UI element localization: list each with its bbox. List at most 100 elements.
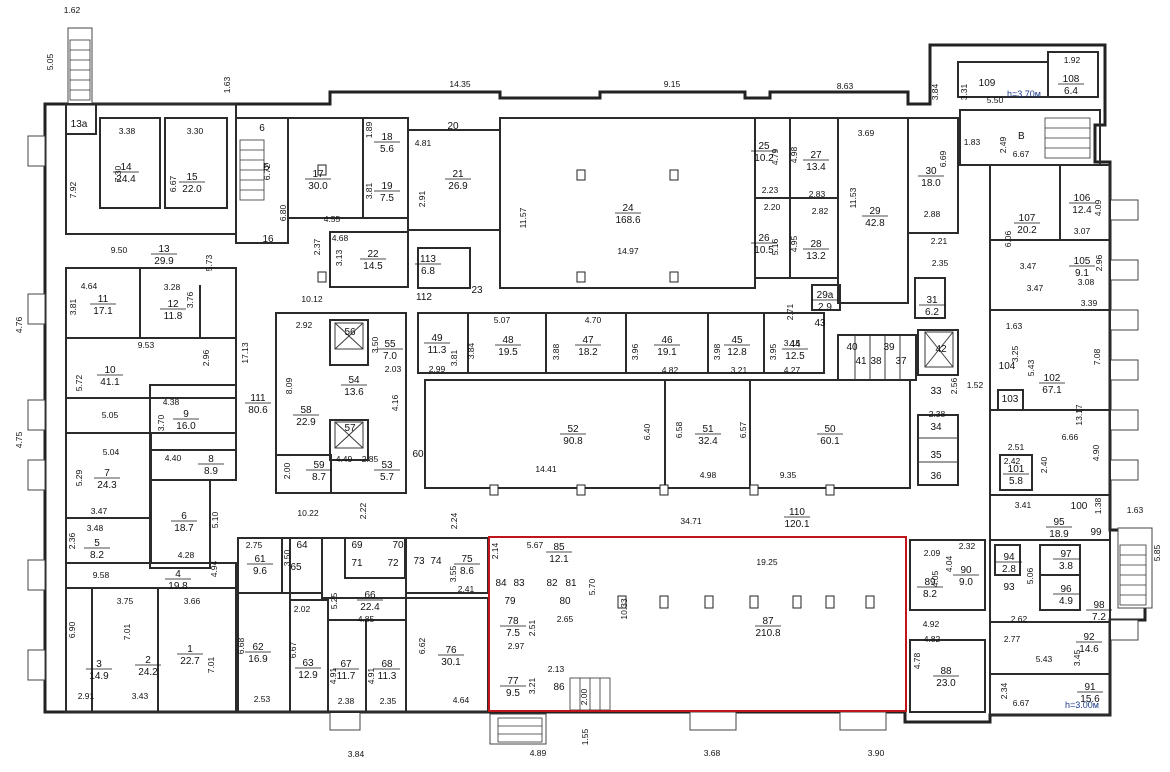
dimension-label: 5.06 bbox=[1025, 567, 1035, 584]
room-area: 22.4 bbox=[360, 602, 380, 613]
dimension-label: 2.62 bbox=[1011, 614, 1028, 624]
dimension-label: 14.97 bbox=[617, 246, 639, 256]
dimension-label: 4.76 bbox=[14, 316, 24, 333]
room-number: 68 bbox=[381, 659, 393, 670]
dimension-label: 4.09 bbox=[1093, 199, 1103, 216]
dimension-label: 3.13 bbox=[334, 249, 344, 266]
room-number: 95 bbox=[1053, 517, 1065, 528]
interior-walls bbox=[65, 51, 1111, 716]
room-number: 6 bbox=[181, 511, 187, 522]
room-area: 12.5 bbox=[785, 351, 805, 362]
dimension-label: 2.51 bbox=[1008, 442, 1025, 452]
dimension-label: 10.33 bbox=[619, 598, 629, 620]
dimension-label: 6.67 bbox=[1013, 698, 1030, 708]
dimension-label: 5.29 bbox=[74, 469, 84, 486]
dimension-label: 3.81 bbox=[68, 298, 78, 315]
room-area: 2.8 bbox=[1002, 564, 1016, 575]
room-area: 9.5 bbox=[506, 688, 520, 699]
dimension-label: 1.92 bbox=[1064, 55, 1081, 65]
room-number: 98 bbox=[1093, 600, 1105, 611]
room-number: 18 bbox=[381, 132, 393, 143]
dimension-label: 3.84 bbox=[930, 83, 940, 100]
room-number: 10 bbox=[104, 365, 116, 376]
room-number: 16 bbox=[262, 234, 274, 245]
dimension-label: 2.36 bbox=[67, 532, 77, 549]
dimension-label: 6.68 bbox=[236, 637, 246, 654]
dimension-label: 3.07 bbox=[1074, 226, 1091, 236]
dimension-label: 5.85 bbox=[1152, 544, 1162, 561]
room-number: 55 bbox=[384, 339, 396, 350]
dimension-label: 3.41 bbox=[1015, 500, 1032, 510]
dimension-label: 4.89 bbox=[530, 748, 547, 758]
dimension-label: 4.27 bbox=[784, 365, 801, 375]
room-area: 4.9 bbox=[1059, 596, 1073, 607]
room-area: 67.1 bbox=[1042, 385, 1062, 396]
stair-label-v: В bbox=[1018, 131, 1025, 142]
dimension-label: 14.35 bbox=[449, 79, 471, 89]
dimension-label: 7.92 bbox=[68, 181, 78, 198]
dimension-label: 4.64 bbox=[453, 695, 470, 705]
room-area: 18.0 bbox=[921, 178, 941, 189]
dimension-label: 6.80 bbox=[278, 204, 288, 221]
dimension-label: 1.83 bbox=[964, 137, 981, 147]
dimension-label: 2.38 bbox=[929, 409, 946, 419]
stair-label-b: Б bbox=[263, 162, 270, 173]
room-number: 90 bbox=[960, 565, 972, 576]
selected-area-outline[interactable] bbox=[488, 536, 907, 712]
dimension-label: 7.01 bbox=[206, 656, 216, 673]
dimension-label: 3.47 bbox=[1027, 283, 1044, 293]
room-number: 62 bbox=[252, 642, 264, 653]
room-area: 8.2 bbox=[923, 589, 937, 600]
dimension-label: 3.39 bbox=[1081, 298, 1098, 308]
room-number: 37 bbox=[895, 356, 907, 367]
room-number: 67 bbox=[340, 659, 352, 670]
room-number: 92 bbox=[1083, 632, 1095, 643]
dimension-label: 2.34 bbox=[999, 682, 1009, 699]
room-number: 46 bbox=[661, 335, 673, 346]
dimension-label: 10.22 bbox=[297, 508, 319, 518]
room-number: 7 bbox=[104, 468, 110, 479]
room-area: 16.0 bbox=[176, 421, 196, 432]
dimension-label: 2.24 bbox=[449, 512, 459, 529]
dimension-label: 13.17 bbox=[1074, 404, 1084, 426]
dimension-label: 2.13 bbox=[548, 664, 565, 674]
dimension-label: 5.10 bbox=[210, 511, 220, 528]
room-number: 2 bbox=[145, 655, 151, 666]
dimension-label: 9.50 bbox=[111, 245, 128, 255]
dimension-label: 6.67 bbox=[288, 641, 298, 658]
room-area: 7.0 bbox=[383, 351, 397, 362]
dimension-label: 11.57 bbox=[518, 207, 528, 228]
room-area: 2.9 bbox=[818, 302, 832, 313]
room-number: 5 bbox=[94, 538, 100, 549]
dimension-label: 7.08 bbox=[1092, 348, 1102, 365]
room-number: 58 bbox=[300, 405, 312, 416]
dimension-label: 2.35 bbox=[932, 258, 949, 268]
room-area: 60.1 bbox=[820, 436, 840, 447]
dimension-label: 2.49 bbox=[998, 136, 1008, 153]
dimension-label: 3.81 bbox=[364, 182, 374, 199]
dimension-label: 4.85 bbox=[358, 614, 375, 624]
dimension-label: 4.98 bbox=[789, 146, 799, 163]
room-number: 108 bbox=[1063, 74, 1080, 85]
room-number: 33 bbox=[930, 386, 942, 397]
room-number: 81 bbox=[565, 578, 577, 589]
room-number: 34 bbox=[930, 422, 942, 433]
dimension-label: 7.30 bbox=[113, 165, 123, 182]
dimension-label: 1.62 bbox=[64, 5, 81, 15]
room-area: 26.9 bbox=[448, 181, 468, 192]
room-number: 8 bbox=[208, 454, 214, 465]
room-number: 71 bbox=[351, 558, 363, 569]
dimension-label: 8.63 bbox=[837, 81, 854, 91]
dimension-label: 4.64 bbox=[81, 281, 98, 291]
room-area: 41.1 bbox=[100, 377, 120, 388]
room-area: 7.2 bbox=[1092, 612, 1106, 623]
room-number: 93 bbox=[1003, 582, 1015, 593]
room-area: 13.6 bbox=[344, 387, 364, 398]
dimension-label: 3.28 bbox=[164, 282, 181, 292]
height-label-bottom: h=3.00м bbox=[1065, 700, 1099, 710]
dimension-label: 9.15 bbox=[664, 79, 681, 89]
room-number: 12 bbox=[167, 299, 179, 310]
room-area: 80.6 bbox=[248, 405, 268, 416]
room-number: 80 bbox=[559, 596, 571, 607]
